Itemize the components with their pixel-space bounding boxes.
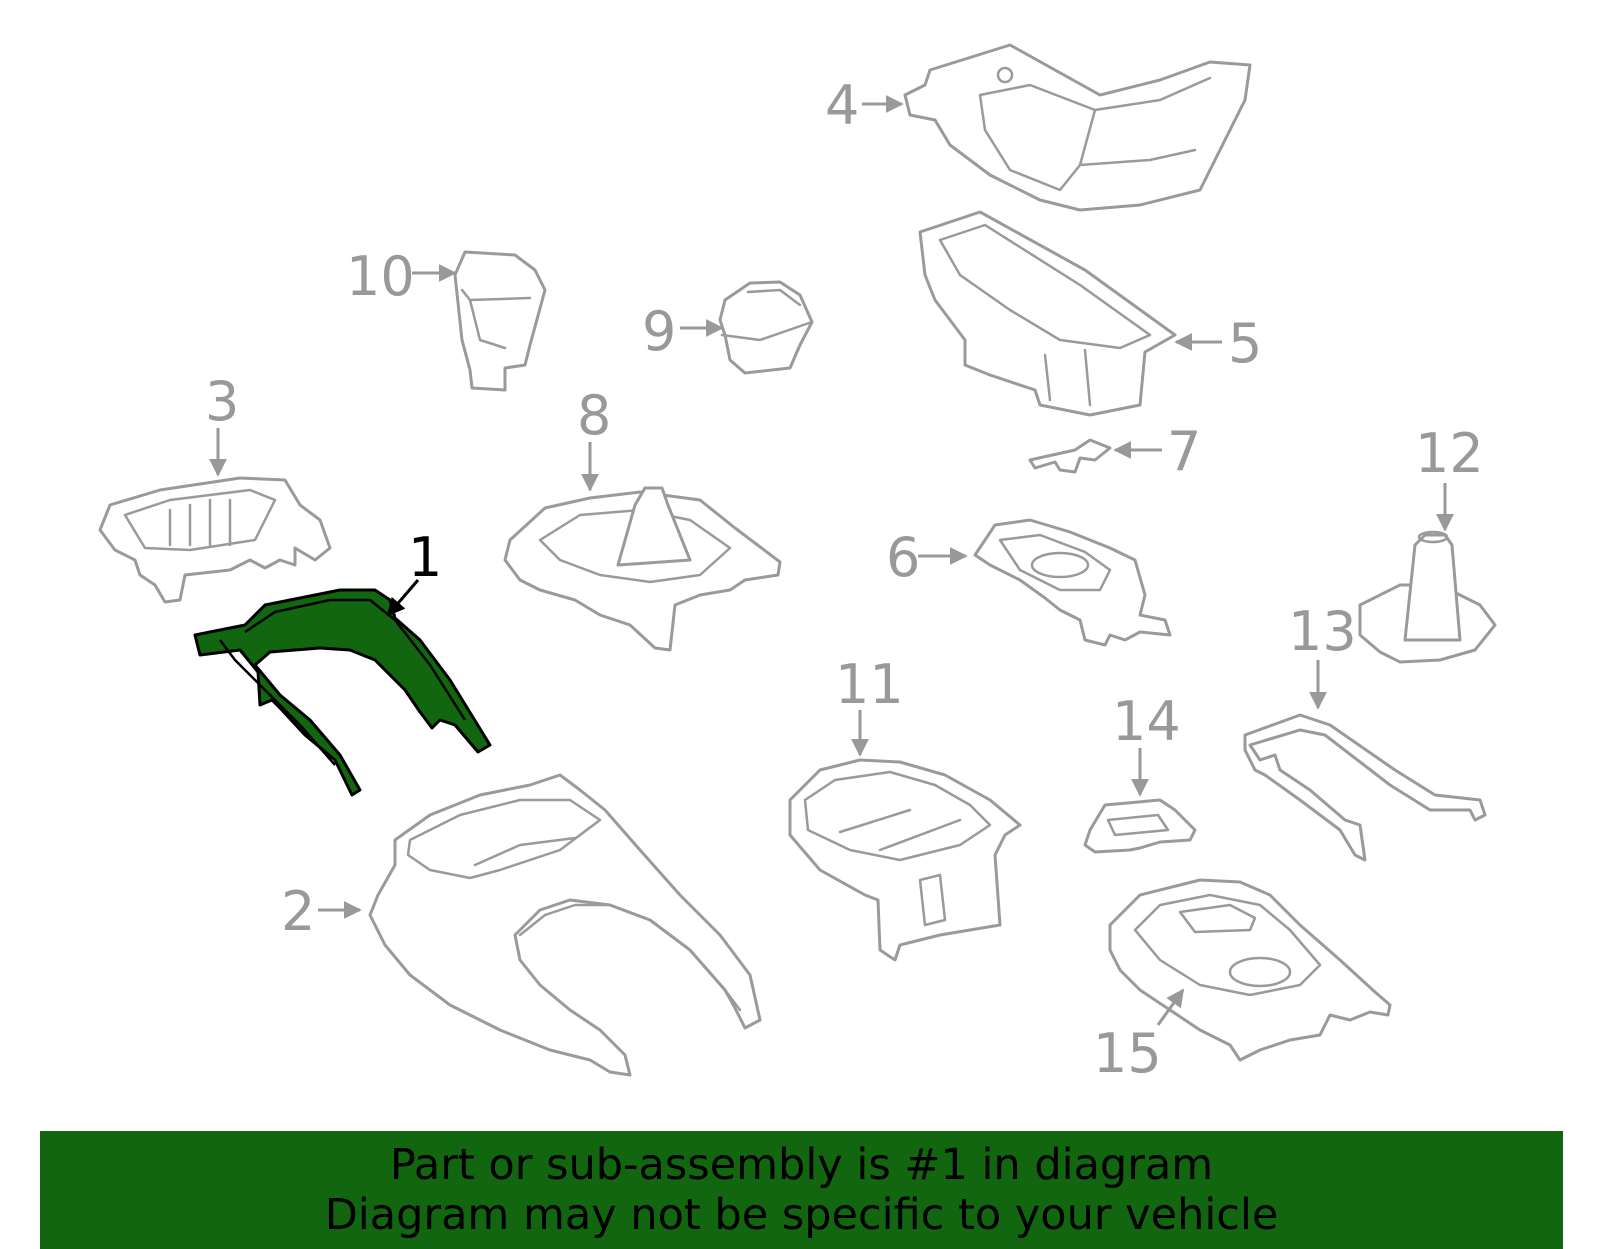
- parts-diagram: 1 2 3 4 5 6 7 8 9 10 11 12 13 14 15: [98, 43, 1497, 1085]
- callout-3: 3: [205, 370, 239, 433]
- callout-9: 9: [642, 300, 676, 363]
- part-11-armrest-lid[interactable]: [788, 758, 1022, 962]
- part-10-shift-knob[interactable]: [453, 250, 547, 392]
- part-6-cupholder-insert[interactable]: [973, 518, 1172, 647]
- part-12-shift-boot[interactable]: [1358, 530, 1497, 664]
- callout-2: 2: [281, 880, 315, 943]
- callout-12: 12: [1415, 422, 1484, 485]
- callout-1: 1: [408, 526, 442, 589]
- leader-lines: [209, 95, 1454, 1026]
- callout-10: 10: [346, 245, 415, 308]
- banner-line-2: Diagram may not be specific to your vehi…: [324, 1190, 1279, 1240]
- callout-5: 5: [1228, 312, 1262, 375]
- part-14-bracket[interactable]: [1083, 798, 1197, 854]
- callout-4: 4: [825, 74, 859, 137]
- part-15-shifter-housing[interactable]: [1108, 878, 1392, 1062]
- callout-14: 14: [1112, 690, 1181, 753]
- part-2-console-cover[interactable]: [368, 773, 762, 1077]
- callout-15: 15: [1093, 1022, 1162, 1085]
- callout-labels: 1 2 3 4 5 6 7 8 9 10 11 12 13 14 15: [205, 74, 1484, 1085]
- part-13-trim-frame[interactable]: [1243, 713, 1487, 862]
- banner-line-1: Part or sub-assembly is #1 in diagram: [389, 1140, 1214, 1190]
- callout-11: 11: [835, 653, 904, 716]
- part-5-storage-bin[interactable]: [918, 210, 1177, 417]
- part-4-console-tray[interactable]: [903, 43, 1252, 212]
- callout-13: 13: [1288, 600, 1357, 663]
- part-9-knob-cap[interactable]: [718, 280, 814, 375]
- part-7-clip[interactable]: [1028, 438, 1112, 474]
- callout-8: 8: [577, 384, 611, 447]
- part-1-highlighted-cover[interactable]: [193, 588, 492, 797]
- callout-6: 6: [886, 526, 920, 589]
- info-banner: Part or sub-assembly is #1 in diagram Di…: [40, 1131, 1563, 1249]
- callout-7: 7: [1167, 420, 1201, 483]
- part-3-bezel[interactable]: [98, 476, 332, 604]
- part-8-shift-surround[interactable]: [503, 486, 782, 652]
